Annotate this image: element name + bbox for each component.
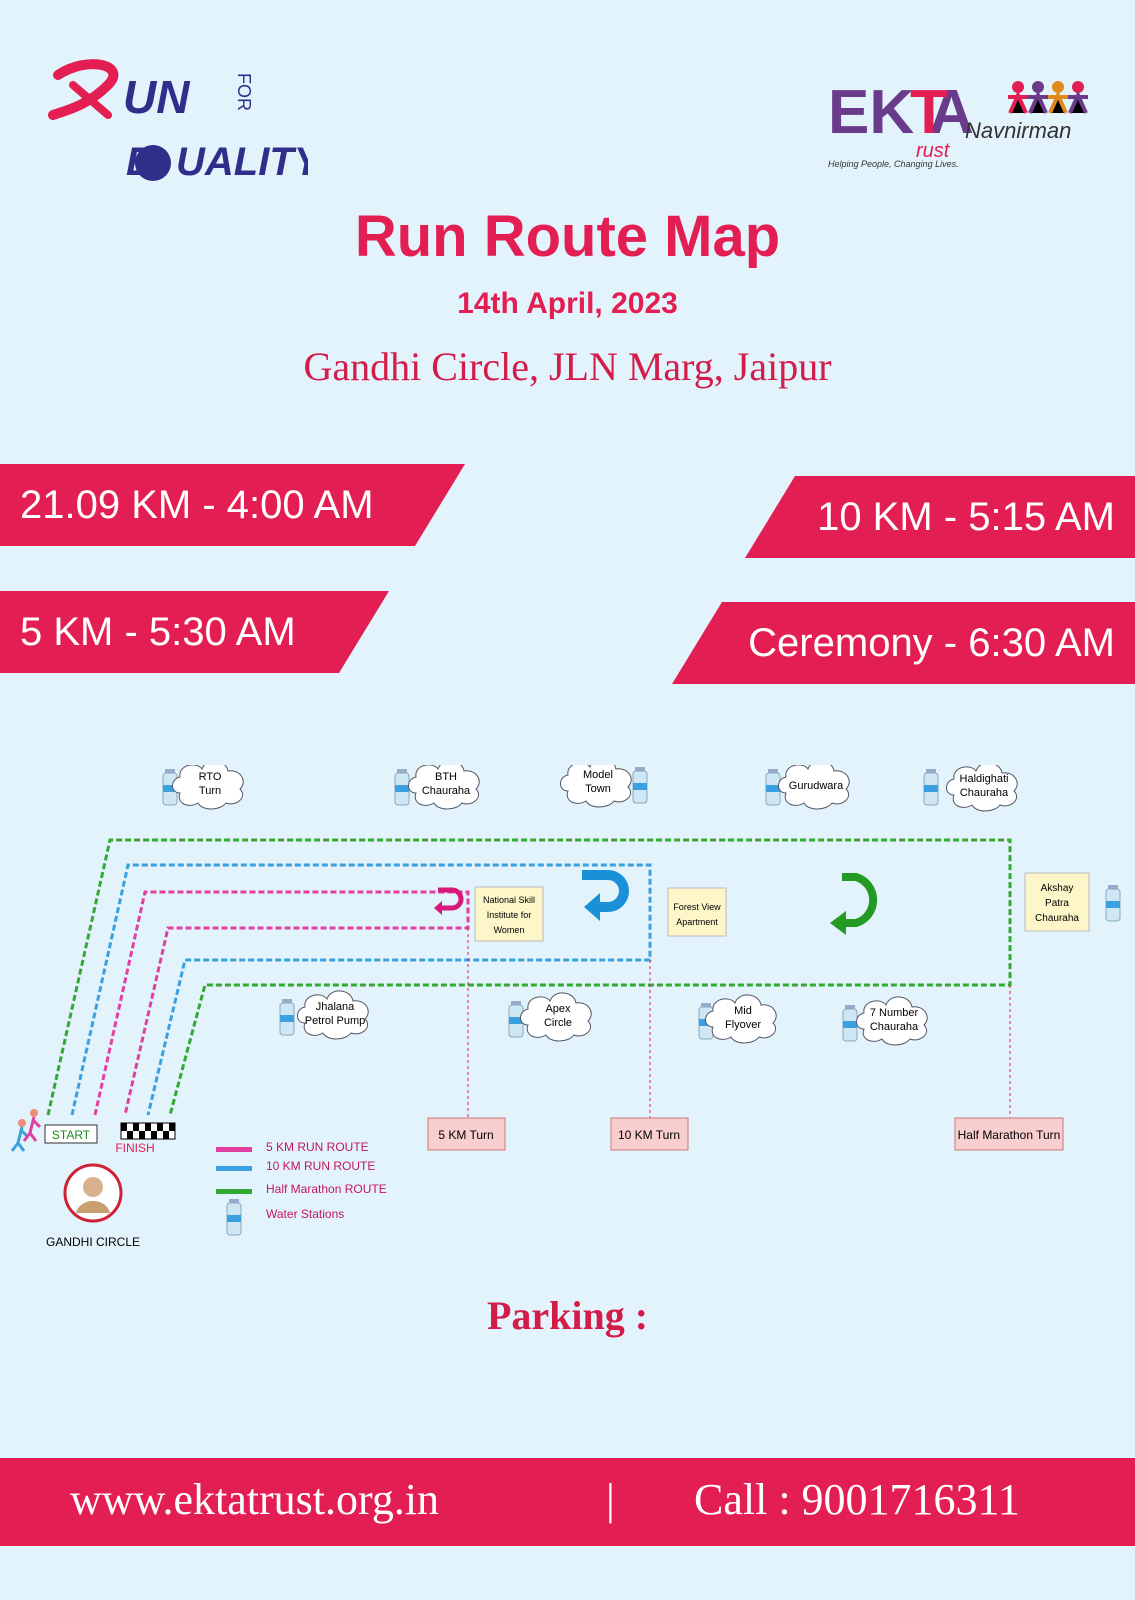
- logo-for-text: FOR: [234, 73, 254, 111]
- svg-text:Gurudwara: Gurudwara: [789, 780, 844, 792]
- page-title: Run Route Map: [354, 204, 781, 269]
- footer: www.ektatrust.org.in | Call : 9001716311: [0, 1458, 1135, 1546]
- run-for-equality-logo: UN FOR UALITY E: [48, 55, 324, 195]
- svg-text:Chauraha: Chauraha: [870, 1021, 919, 1033]
- ten-km-route: [70, 863, 652, 1116]
- finish-flag-icon: [120, 1122, 176, 1140]
- svg-text:Jhalana: Jhalana: [316, 1001, 355, 1013]
- route-map: RTO Turn BTH Chauraha Model Town Gurudwa…: [10, 765, 1121, 1249]
- svg-text:National Skill: National Skill: [483, 895, 535, 905]
- turn-half-marathon: Half Marathon Turn: [954, 1117, 1064, 1151]
- svg-text:Chauraha: Chauraha: [422, 785, 471, 797]
- landmark-rto-turn: RTO Turn: [162, 765, 244, 810]
- box-akshay-patra-chauraha: Akshay Patra Chauraha: [1024, 872, 1090, 932]
- legend: 5 KM RUN ROUTE 10 KM RUN ROUTE Half Mara…: [216, 1140, 387, 1236]
- svg-text:Forest View: Forest View: [673, 902, 721, 912]
- landmark-mid-flyover: Mid Flyover: [698, 994, 777, 1044]
- ekta-t-text: T: [910, 78, 948, 147]
- landmark-jhalana-petrol-pump: Jhalana Petrol Pump: [279, 990, 369, 1040]
- event-venue: Gandhi Circle, JLN Marg, Jaipur: [303, 344, 832, 389]
- schedule-10km: 10 KM - 5:15 AM: [745, 476, 1135, 558]
- svg-text:BTH: BTH: [435, 771, 457, 783]
- people-icon: [1008, 81, 1088, 114]
- start-marker: START: [44, 1124, 98, 1144]
- svg-text:5 KM Turn: 5 KM Turn: [438, 1128, 493, 1142]
- svg-text:10 KM Turn: 10 KM Turn: [618, 1128, 680, 1142]
- footer-separator: |: [606, 1475, 615, 1524]
- svg-text:7 Number: 7 Number: [870, 1007, 919, 1019]
- svg-text:Chauraha: Chauraha: [960, 787, 1009, 799]
- turn-10km: 10 KM Turn: [610, 1117, 689, 1151]
- schedule-half-marathon: 21.09 KM - 4:00 AM: [0, 464, 465, 546]
- parking-label: Parking :: [486, 1293, 649, 1338]
- event-date: 14th April, 2023: [457, 287, 678, 320]
- svg-text:START: START: [52, 1128, 91, 1142]
- uturn-half-marathon-icon: [830, 873, 878, 935]
- gandhi-circle-label: GANDHI CIRCLE: [46, 1235, 140, 1249]
- svg-text:Patra: Patra: [1045, 898, 1069, 909]
- svg-text:Apartment: Apartment: [676, 917, 718, 927]
- legend-water-stations: Water Stations: [266, 1207, 344, 1221]
- svg-text:Apex: Apex: [545, 1003, 571, 1015]
- logo-run-text: UN: [123, 71, 190, 123]
- logo-equality-text: UALITY: [176, 140, 308, 184]
- landmark-model-town: Model Town: [560, 765, 648, 808]
- schedule-5km: 5 KM - 5:30 AM: [0, 591, 389, 673]
- five-km-route: [93, 890, 470, 1116]
- svg-text:Institute for: Institute for: [487, 910, 532, 920]
- ekta-tagline: Helping People, Changing Lives.: [828, 159, 959, 169]
- schedule-ceremony: Ceremony - 6:30 AM: [672, 602, 1135, 684]
- svg-text:Haldighati: Haldighati: [960, 773, 1009, 785]
- svg-text:E: E: [126, 140, 154, 184]
- svg-text:Petrol Pump: Petrol Pump: [305, 1015, 366, 1027]
- website-link[interactable]: www.ektatrust.org.in: [70, 1475, 440, 1524]
- ekta-navnirman-text: Navnirman: [965, 118, 1071, 143]
- ekta-trust-logo: EK A T rust Navnirman Helping People, Ch…: [828, 65, 1108, 180]
- svg-text:Turn: Turn: [199, 785, 221, 797]
- landmark-7-number-chauraha: 7 Number Chauraha: [842, 996, 928, 1046]
- legend-half-marathon: Half Marathon ROUTE: [266, 1182, 387, 1196]
- uturn-5km-icon: [434, 887, 464, 915]
- svg-text:Town: Town: [585, 783, 611, 795]
- turn-5km: 5 KM Turn: [427, 1117, 506, 1151]
- svg-text:Model: Model: [583, 769, 613, 781]
- svg-text:Half Marathon Turn: Half Marathon Turn: [958, 1128, 1061, 1142]
- finish-label: FINISH: [115, 1141, 154, 1155]
- svg-text:Chauraha: Chauraha: [1035, 913, 1079, 924]
- ekta-rust-text: rust: [916, 140, 951, 162]
- landmark-bth-chauraha: BTH Chauraha: [394, 765, 480, 810]
- legend-10km: 10 KM RUN ROUTE: [266, 1159, 375, 1173]
- svg-text:Circle: Circle: [544, 1017, 572, 1029]
- box-forest-view-apartment: Forest View Apartment: [667, 887, 727, 937]
- runners-icon: [10, 1109, 42, 1152]
- svg-text:RTO: RTO: [199, 771, 222, 783]
- phone-number[interactable]: Call : 9001716311: [694, 1475, 1020, 1524]
- landmark-haldighati-chauraha: Haldighati Chauraha: [923, 765, 1018, 812]
- landmark-gurudwara: Gurudwara: [765, 765, 850, 810]
- uturn-10km-icon: [582, 870, 629, 921]
- ekta-main-text: EK A: [828, 78, 974, 147]
- svg-text:Women: Women: [494, 925, 525, 935]
- svg-text:Mid: Mid: [734, 1005, 752, 1017]
- gandhi-circle-icon: [63, 1163, 123, 1223]
- landmark-apex-circle: Apex Circle: [508, 992, 592, 1042]
- legend-5km: 5 KM RUN ROUTE: [266, 1140, 369, 1154]
- box-national-skill-institute: National Skill Institute for Women: [474, 886, 544, 942]
- svg-text:Akshay: Akshay: [1041, 883, 1074, 894]
- half-marathon-route: [46, 838, 1012, 1116]
- svg-text:Flyover: Flyover: [725, 1019, 761, 1031]
